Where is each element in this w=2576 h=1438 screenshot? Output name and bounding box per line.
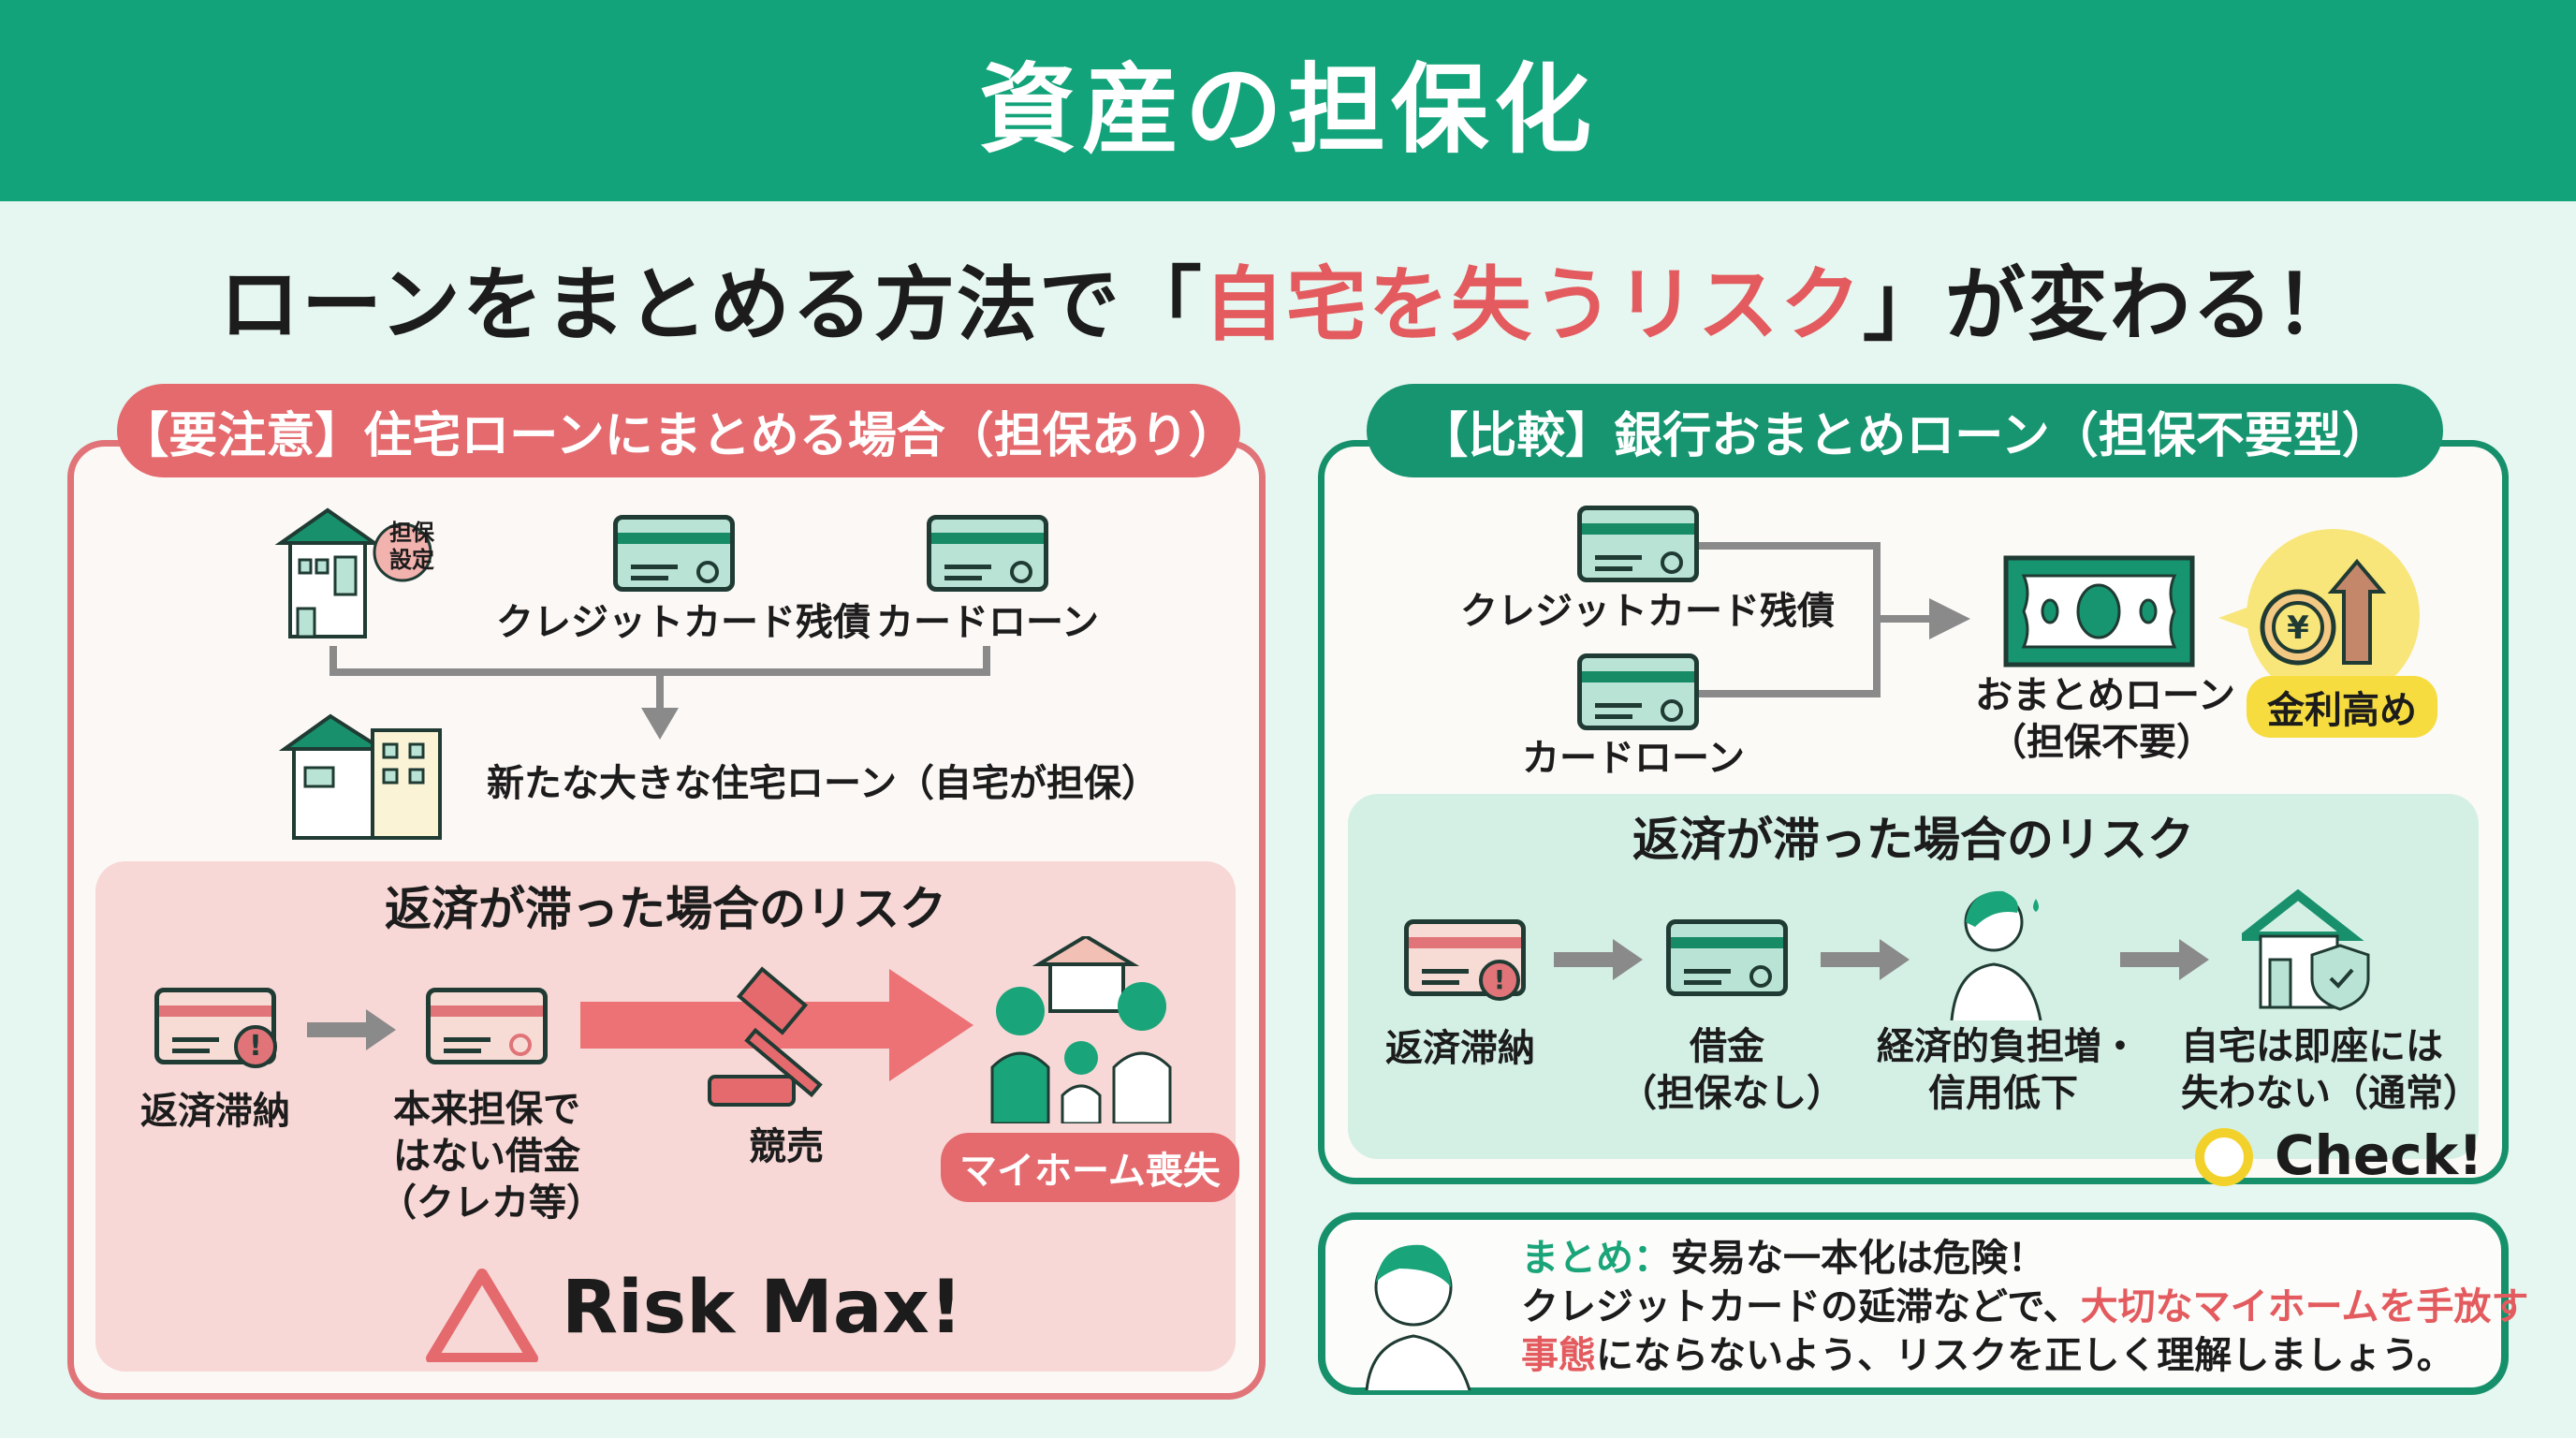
left-result-label: 新たな大きな住宅ローン（自宅が担保） bbox=[487, 762, 1159, 805]
left-risk-title: 返済が滞った場合のリスク bbox=[385, 882, 946, 936]
check-label: Check! bbox=[2275, 1123, 2483, 1187]
summary-box bbox=[1318, 1212, 2509, 1395]
worried-person-icon bbox=[1950, 890, 2042, 1020]
right-step-burden-line2: 信用低下 bbox=[1928, 1072, 2078, 1115]
omatome-loan-line2: （担保不要） bbox=[1989, 721, 2214, 764]
subtitle-suffix: 」が変わる！ bbox=[1862, 258, 2357, 352]
credit-card-icon bbox=[426, 988, 548, 1064]
summary-text: まとめ：安易な一本化は危険！ クレジットカードの延滞などで、大切なマイホームを手… bbox=[1521, 1234, 2528, 1380]
right-panel-title: 【比較】銀行おまとめローン（担保不要型） bbox=[1367, 384, 2443, 477]
right-step-overdue: 返済滞納 bbox=[1385, 1027, 1535, 1070]
collateral-badge: 担保設定 bbox=[389, 520, 434, 573]
right-step-debt-line1: 借金 bbox=[1690, 1025, 1764, 1068]
card-loan-icon bbox=[927, 515, 1048, 592]
right-item-card-loan: カードローン bbox=[1522, 737, 1745, 780]
risk-triangle-icon bbox=[426, 1269, 538, 1362]
right-step-home-safe: 自宅は即座には 失わない（通常） bbox=[2181, 1023, 2481, 1117]
header-bar: 資産の担保化 bbox=[0, 0, 2576, 201]
right-step-debt: 借金 （担保なし） bbox=[1619, 1023, 1844, 1117]
subtitle-highlight: 自宅を失うリスク bbox=[1203, 258, 1863, 352]
home-loss-badge: マイホーム喪失 bbox=[941, 1133, 1239, 1202]
page-title: 資産の担保化 bbox=[978, 52, 1597, 167]
summary-label: まとめ： bbox=[1521, 1237, 1671, 1280]
thinking-person-icon bbox=[1365, 1244, 1471, 1390]
right-step-home-safe-line1: 自宅は即座には bbox=[2181, 1025, 2443, 1068]
right-risk-title: 返済が滞った場合のリスク bbox=[1632, 813, 2194, 867]
right-step-debt-line2: （担保なし） bbox=[1619, 1072, 1844, 1115]
merge-connector bbox=[329, 646, 990, 740]
left-item-credit-card: クレジットカード残債 bbox=[496, 601, 871, 644]
right-step-burden: 経済的負担増・ 信用低下 bbox=[1877, 1023, 2139, 1117]
big-red-arrow bbox=[580, 969, 973, 1081]
high-rate-badge: 金利高め bbox=[2247, 676, 2437, 738]
warning-icon: ! bbox=[1479, 960, 1520, 1001]
warning-icon: ! bbox=[234, 1025, 277, 1068]
credit-card-icon bbox=[1577, 506, 1699, 582]
summary-line3-plain: にならないよう、リスクを正しく理解しましょう。 bbox=[1596, 1334, 2454, 1377]
left-step-debt-line1: 本来担保で bbox=[393, 1088, 580, 1131]
summary-line2: クレジットカードの延滞などで、大切なマイホームを手放す bbox=[1521, 1283, 2528, 1331]
card-loan-icon bbox=[1577, 653, 1699, 730]
yen-coin-arrow-icon: ¥ bbox=[2218, 558, 2387, 666]
subtitle-prefix: ローンをまとめる方法で「 bbox=[219, 258, 1204, 352]
left-step-overdue: 返済滞納 bbox=[140, 1090, 290, 1133]
banknote-icon bbox=[2003, 555, 2195, 668]
summary-line3-highlight: 事態 bbox=[1521, 1334, 1596, 1377]
left-panel-title: 【要注意】住宅ローンにまとめる場合（担保あり） bbox=[117, 384, 1240, 477]
left-step-debt-line2: はない借金 bbox=[393, 1135, 580, 1178]
omatome-loan-label: おまとめローン （担保不要） bbox=[1975, 672, 2235, 766]
merge-connector-right bbox=[1699, 542, 1970, 697]
right-item-credit-card: クレジットカード残債 bbox=[1460, 590, 1835, 633]
summary-line2-highlight: 大切なマイホームを手放す bbox=[2080, 1285, 2529, 1328]
left-item-card-loan: カードローン bbox=[876, 601, 1099, 644]
summary-line1: まとめ：安易な一本化は危険！ bbox=[1521, 1234, 2528, 1283]
right-step-home-safe-line2: 失わない（通常） bbox=[2181, 1072, 2481, 1115]
house-icon bbox=[274, 507, 432, 638]
left-step-debt: 本来担保で はない借金 （クレカ等） bbox=[379, 1086, 604, 1226]
risk-max-label: Risk Max! bbox=[562, 1266, 963, 1350]
left-step-auction: 競売 bbox=[749, 1125, 824, 1168]
left-step-debt-line3: （クレカ等） bbox=[379, 1181, 604, 1225]
check-circle-icon bbox=[2195, 1128, 2253, 1186]
family-house-icon bbox=[990, 936, 1172, 1123]
subtitle: ローンをまとめる方法で「自宅を失うリスク」が変わる！ bbox=[0, 239, 2576, 356]
omatome-loan-line1: おまとめローン bbox=[1975, 674, 2235, 717]
protected-house-icon bbox=[2242, 889, 2370, 1011]
summary-line2-plain: クレジットカードの延滞などで、 bbox=[1521, 1285, 2081, 1328]
right-step-burden-line1: 経済的負担増・ bbox=[1877, 1025, 2139, 1068]
svg-text:¥: ¥ bbox=[2287, 609, 2309, 647]
credit-card-icon bbox=[613, 515, 735, 592]
house-building-icon bbox=[279, 713, 442, 840]
gavel-icon bbox=[708, 966, 823, 1107]
credit-card-icon bbox=[1666, 919, 1788, 996]
summary-line1-text: 安易な一本化は危険！ bbox=[1671, 1237, 2045, 1280]
summary-line3: 事態にならないよう、リスクを正しく理解しましょう。 bbox=[1521, 1331, 2528, 1380]
